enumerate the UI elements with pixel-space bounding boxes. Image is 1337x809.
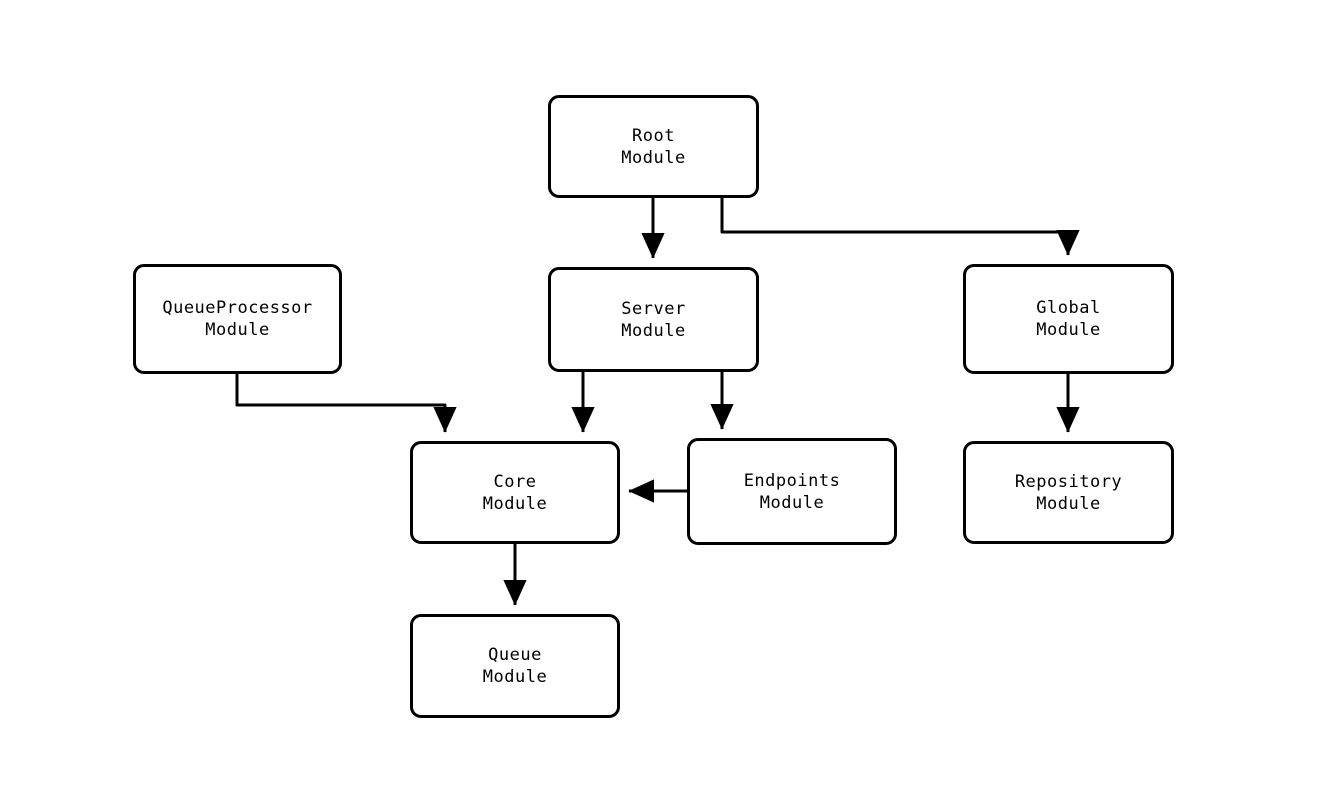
server-module-node[interactable]: Server Module <box>548 267 759 372</box>
queueprocessor-module-label-line2: Module <box>205 320 270 340</box>
endpoints-module-label-line1: Endpoints <box>743 470 841 491</box>
repository-module-label-line1: Repository <box>1014 471 1123 492</box>
root-module-label-line1: Root <box>632 125 675 146</box>
server-module-label-line2: Module <box>621 320 686 341</box>
global-module-label-line2: Module <box>1036 320 1101 340</box>
repository-module-label-line2: Module <box>1036 493 1101 514</box>
queueprocessor-module-label-line1: QueueProcessor <box>162 298 313 318</box>
queue-module-label-line1: Queue <box>488 645 542 665</box>
endpoints-module-label-line2: Module <box>759 492 825 513</box>
endpoints-module-node[interactable]: Endpoints Module <box>687 438 897 545</box>
queue-module-label-line2: Module <box>482 667 548 687</box>
global-module-label-line1: Global <box>1036 298 1101 318</box>
core-module-label-line2: Module <box>482 493 548 514</box>
root-module-label-line2: Module <box>621 147 686 168</box>
queue-module-node[interactable]: Queue Module <box>410 614 620 718</box>
repository-module-node[interactable]: Repository Module <box>963 441 1174 544</box>
queueprocessor-module-node[interactable]: QueueProcessor Module <box>133 264 342 374</box>
root-module-node[interactable]: Root Module <box>548 95 759 198</box>
server-module-label-line1: Server <box>621 298 686 319</box>
core-module-node[interactable]: Core Module <box>410 441 620 544</box>
core-module-label-line1: Core <box>493 471 537 492</box>
global-module-node[interactable]: Global Module <box>963 264 1174 374</box>
